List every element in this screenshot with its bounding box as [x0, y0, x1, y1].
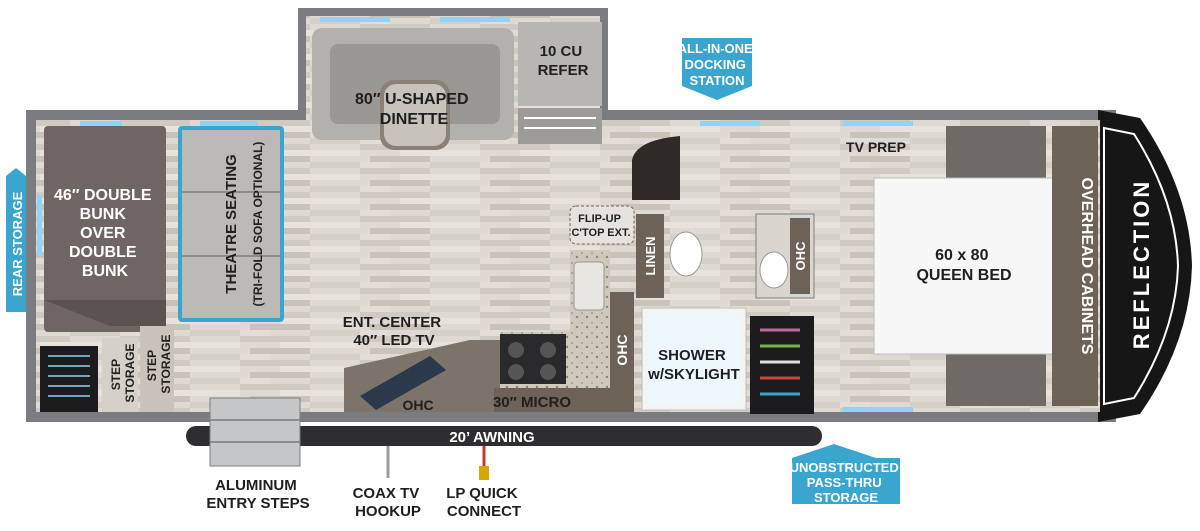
linen-label: LINEN [643, 237, 658, 276]
refrigerator: 10 CU REFER [518, 22, 602, 144]
entry-steps-label: ALUMINUM ENTRY STEPS [206, 477, 309, 512]
flip-up-label: FLIP-UP C'TOP EXT. [571, 213, 630, 239]
dinette-label: 80″ U-SHAPED DINETTE [355, 91, 473, 128]
rear-bunk: 46″ DOUBLE BUNK OVER DOUBLE BUNK [44, 126, 166, 332]
coax-hookup: COAX TV HOOKUP [353, 446, 424, 520]
step-storage-label-2: STEP STORAGE [145, 334, 173, 393]
front-cap [1098, 110, 1192, 422]
ent-center-label: ENT. CENTER 40″ LED TV [343, 314, 446, 349]
kitchen-ohc: OHC [610, 292, 634, 412]
lp-label: LP QUICK CONNECT [446, 485, 522, 520]
bedroom: 60 x 80 QUEEN BED OVERHEAD CABINETS TV P… [846, 126, 1098, 406]
svg-text:REAR STORAGE: REAR STORAGE [10, 191, 25, 296]
tv-prep-label: TV PREP [846, 139, 906, 155]
rear-storage-callout: REAR STORAGE [6, 168, 26, 312]
bunk-label: 46″ DOUBLE BUNK OVER DOUBLE BUNK [54, 187, 156, 280]
refer-label: 10 CU REFER [538, 43, 589, 79]
awning-label: 20’ AWNING [449, 429, 534, 446]
u-shaped-dinette: 80″ U-SHAPED DINETTE [312, 28, 514, 150]
theatre-seating: THEATRE SEATING (TRI-FOLD SOFA OPTIONAL) [178, 126, 284, 322]
kitchen-counter: 30″ MICRO [493, 250, 614, 412]
overhead-label: OVERHEAD CABINETS [1078, 178, 1095, 355]
brand-logo: REFLECTION [1129, 179, 1154, 350]
awning: 20’ AWNING [186, 426, 822, 446]
step-storage: STEP STORAGE STEP STORAGE [40, 326, 174, 412]
shower-label: SHOWER w/SKYLIGHT [647, 347, 740, 383]
ohc-front-label: OHC [402, 397, 433, 413]
bed-label: 60 x 80 QUEEN BED [916, 247, 1011, 284]
flip-up-extension: FLIP-UP C'TOP EXT. [569, 205, 635, 245]
svg-text:UNOBSTRUCTED PASS-THRU: UNOBSTRUCTED PASS-THRU STORAGE [790, 460, 903, 505]
entertainment-center: ENT. CENTER 40″ LED TV OHC [343, 314, 500, 413]
step-storage-label-1: STEP STORAGE [109, 343, 137, 402]
coax-label: COAX TV HOOKUP [353, 485, 424, 520]
theatre-label: THEATRE SEATING [223, 154, 240, 293]
micro-label: 30″ MICRO [493, 394, 571, 411]
svg-text:ALL-IN-ONE DOCKING: ALL-IN-ONE DOCKING STATION [678, 41, 757, 88]
docking-station-callout: ALL-IN-ONE DOCKING STATION [678, 38, 757, 100]
lp-quick-connect: LP QUICK CONNECT [446, 446, 522, 520]
pass-thru-callout: UNOBSTRUCTED PASS-THRU STORAGE [790, 444, 903, 505]
ohc-bath-label: OHC [793, 241, 808, 271]
bathroom: LINEN SHOWER w/SKYLIGHT OHC [632, 136, 815, 414]
ohc-kitchen-label: OHC [614, 334, 630, 365]
entry-steps: ALUMINUM ENTRY STEPS [206, 397, 310, 512]
theatre-sub-label: (TRI-FOLD SOFA OPTIONAL) [251, 142, 265, 307]
